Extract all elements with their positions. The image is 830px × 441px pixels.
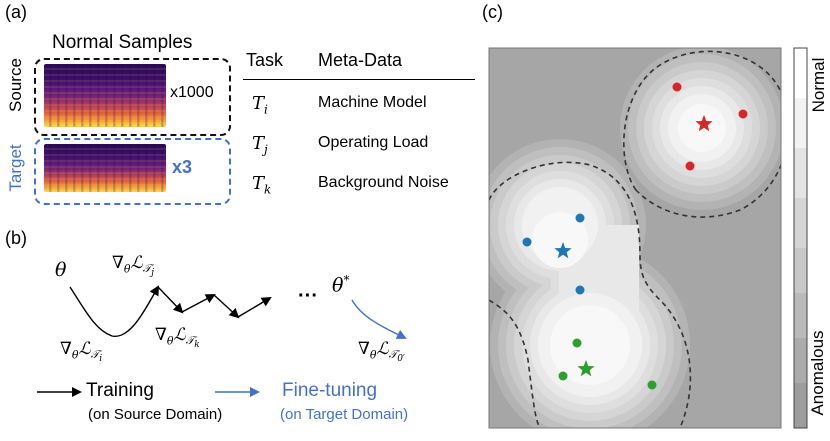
point-blue	[575, 285, 585, 295]
grad-j-theta: θ	[123, 262, 131, 276]
table-header-metadata: Meta-Data	[318, 50, 403, 70]
grad-j-nabla: ∇	[112, 253, 124, 273]
point-green	[558, 371, 568, 381]
panel-a-label: (a)	[5, 2, 27, 22]
meta-operating-load: Operating Load	[318, 134, 429, 151]
colorbar-label-anomalous: Anomalous	[808, 330, 827, 416]
theta-star-base: θ	[332, 274, 344, 297]
panel-c-label: (c)	[482, 2, 503, 22]
grad-j-L: ℒ	[130, 253, 143, 273]
theta-label: θ	[55, 259, 67, 281]
grad-k-theta: θ	[166, 334, 174, 348]
grad-0: ∇θℒ𝒯0′	[358, 339, 405, 365]
point-red	[738, 109, 748, 119]
grad-k: ∇θℒ𝒯k	[155, 325, 200, 351]
optimization-diagram	[37, 285, 407, 397]
legend-finetune-note: (on Target Domain)	[280, 406, 409, 423]
theta-star-sup: *	[343, 273, 350, 287]
step-zig-1	[157, 286, 184, 314]
meta-background-noise: Background Noise	[318, 174, 449, 191]
map-frame	[488, 47, 782, 429]
point-blue	[575, 213, 585, 223]
task-tk-sub: k	[264, 182, 272, 197]
task-tk: Tk	[252, 173, 271, 197]
meta-machine-model: Machine Model	[318, 94, 427, 111]
grad-j-sub: j	[151, 268, 154, 279]
star-red	[695, 115, 713, 132]
grad-j: ∇θℒ𝒯j	[112, 253, 154, 279]
legend-finetune-label: Fine-tuning	[282, 380, 378, 401]
task-tk-base: T	[252, 173, 265, 194]
theta-star-label: θ*	[332, 273, 349, 296]
grad-i: ∇θℒ𝒯i	[60, 339, 103, 365]
boundary-lower-left	[489, 161, 692, 428]
star-blue	[554, 242, 572, 259]
star-green	[577, 360, 595, 377]
step-zig-4	[237, 296, 272, 318]
target-spectrogram	[44, 144, 166, 192]
grad-i-sub: i	[99, 354, 103, 365]
legend-training-label: Training	[86, 380, 154, 401]
task-tj-base: T	[252, 133, 265, 154]
source-spectrogram	[44, 64, 166, 127]
grad-k-L: ℒ	[173, 325, 186, 345]
task-ti-base: T	[252, 93, 265, 114]
source-box	[34, 58, 231, 136]
grad-0-nabla: ∇	[358, 339, 370, 359]
task-tj-sub: j	[264, 142, 268, 157]
point-red	[672, 82, 682, 92]
task-ti-sub: i	[264, 102, 268, 117]
target-box	[34, 138, 231, 205]
point-red	[685, 161, 695, 171]
colorbar-label-normal: Normal	[809, 57, 828, 113]
grad-0-theta: θ	[369, 348, 377, 362]
target-count: x3	[172, 157, 193, 177]
finetune-curve	[351, 299, 407, 339]
point-green	[572, 338, 582, 348]
grad-0-sub: 0′	[397, 354, 405, 365]
point-blue	[522, 237, 532, 247]
ellipsis: ···	[298, 285, 318, 307]
normal-samples-title: Normal Samples	[52, 32, 193, 53]
task-tj: Tj	[252, 133, 268, 157]
table-header-task: Task	[246, 50, 284, 70]
step-zig-3	[213, 294, 240, 319]
boundary-upper-right	[623, 50, 781, 218]
panel-b-label: (b)	[5, 228, 27, 248]
colorbar	[793, 47, 808, 429]
grad-0-L: ℒ	[376, 339, 389, 359]
points-green	[558, 338, 657, 390]
grad-i-nabla: ∇	[60, 339, 72, 359]
point-green	[647, 380, 657, 390]
table-rule	[243, 79, 475, 80]
points-red	[672, 82, 748, 171]
step-zig-2	[181, 294, 216, 313]
region-lower-left	[489, 139, 690, 428]
points-blue	[522, 213, 585, 295]
source-count: x1000	[170, 84, 214, 101]
legend-training-note: (on Source Domain)	[88, 406, 223, 423]
grad-k-sub: k	[194, 340, 200, 351]
grad-k-nabla: ∇	[155, 325, 167, 345]
task-ti: Ti	[252, 93, 268, 117]
grad-i-theta: θ	[71, 348, 79, 362]
step-curve-i	[69, 285, 159, 337]
grad-i-L: ℒ	[78, 339, 91, 359]
